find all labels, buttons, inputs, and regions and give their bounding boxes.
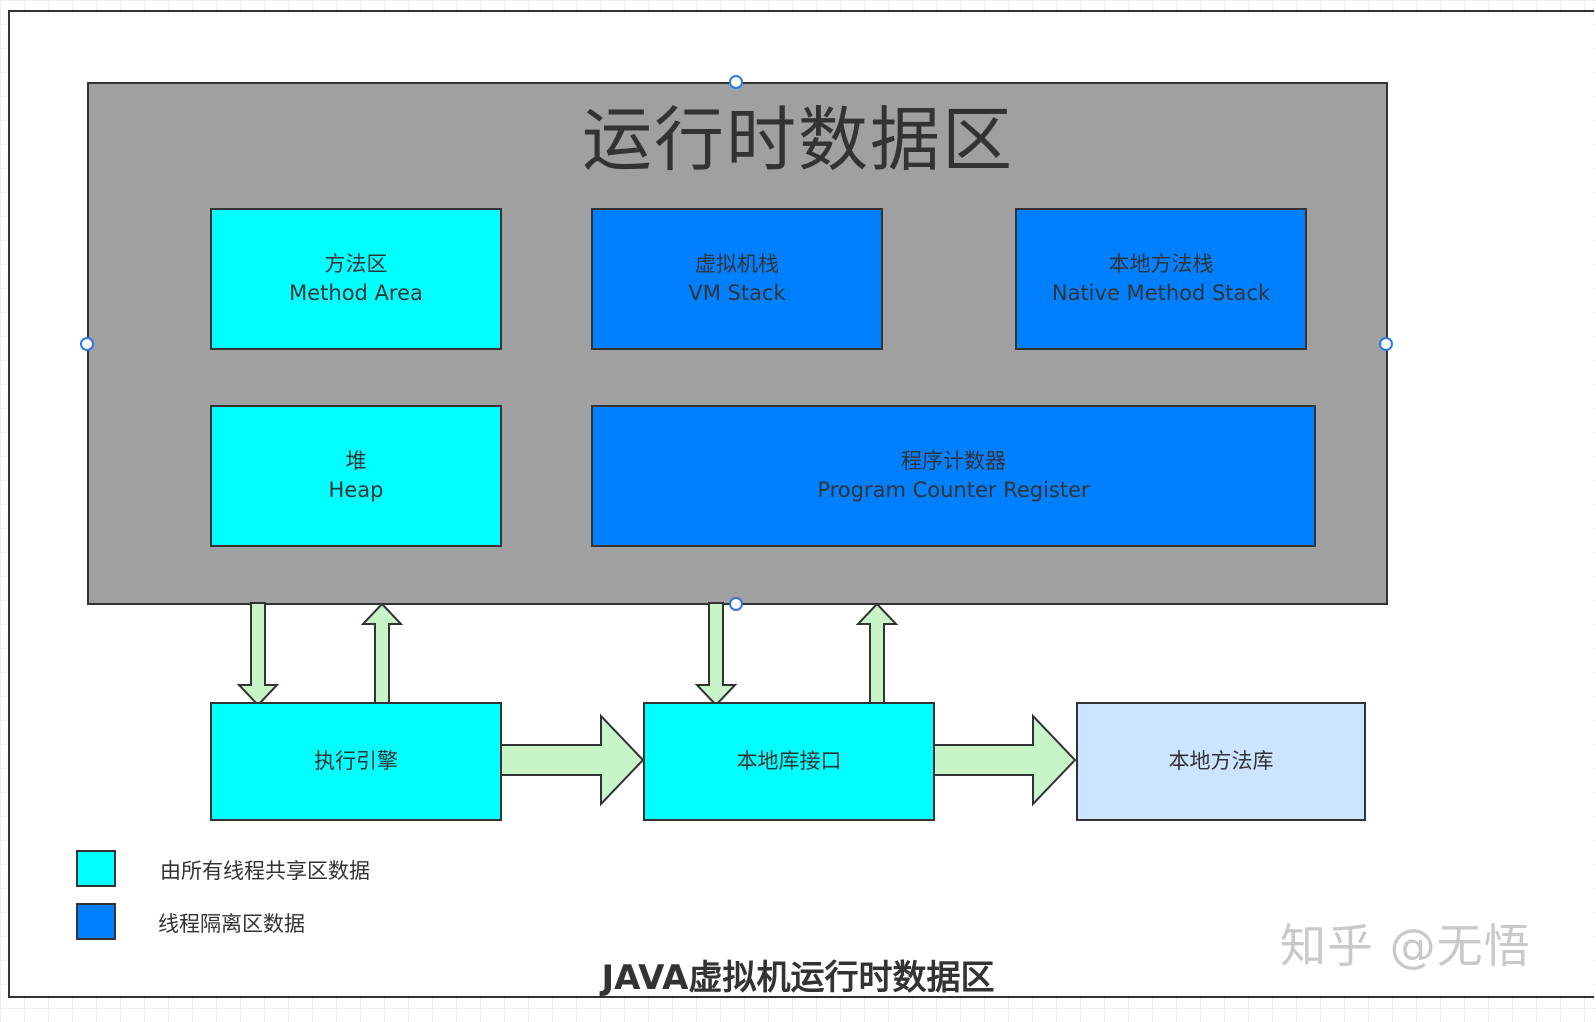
- legend-swatch-isolated: [76, 903, 116, 940]
- method-area-en: Method Area: [289, 281, 423, 305]
- vm-stack-en: VM Stack: [688, 281, 786, 305]
- arrow-down-to-interface: [694, 602, 738, 707]
- heap-zh: 堆: [345, 449, 367, 473]
- figure-caption: JAVA虚拟机运行时数据区: [601, 958, 995, 998]
- arrow-engine-to-interface: [496, 713, 645, 807]
- program-counter-box[interactable]: 程序计数器 Program Counter Register: [591, 405, 1316, 547]
- native-library-label: 本地方法库: [1168, 749, 1274, 773]
- native-library-box[interactable]: 本地方法库: [1076, 702, 1366, 821]
- selection-handle-right[interactable]: [1379, 337, 1393, 351]
- selection-handle-top[interactable]: [729, 75, 743, 89]
- legend-swatch-shared: [76, 850, 116, 887]
- native-method-stack-zh: 本地方法栈: [1108, 252, 1214, 276]
- vm-stack-box[interactable]: 虚拟机栈 VM Stack: [591, 208, 883, 350]
- heap-en: Heap: [328, 478, 384, 502]
- arrow-interface-to-library: [928, 713, 1077, 807]
- program-counter-en: Program Counter Register: [817, 478, 1090, 502]
- native-interface-box[interactable]: 本地库接口: [643, 702, 935, 821]
- arrow-up-from-interface: [855, 602, 899, 706]
- runtime-area-title: 运行时数据区: [582, 99, 1014, 181]
- legend-label-shared: 由所有线程共享区数据: [160, 859, 370, 883]
- method-area-zh: 方法区: [324, 252, 388, 276]
- legend-label-isolated: 线程隔离区数据: [158, 912, 305, 936]
- arrow-down-to-engine: [236, 602, 280, 707]
- selection-handle-left[interactable]: [80, 337, 94, 351]
- heap-box[interactable]: 堆 Heap: [210, 405, 502, 547]
- method-area-box[interactable]: 方法区 Method Area: [210, 208, 502, 350]
- selection-handle-bottom[interactable]: [729, 597, 743, 611]
- vm-stack-zh: 虚拟机栈: [695, 252, 779, 276]
- zhihu-watermark: 知乎 @无悟: [1280, 919, 1531, 973]
- native-interface-label: 本地库接口: [736, 749, 842, 773]
- execution-engine-box[interactable]: 执行引擎: [210, 702, 502, 821]
- execution-engine-label: 执行引擎: [314, 749, 398, 773]
- native-method-stack-en: Native Method Stack: [1051, 281, 1271, 305]
- arrow-up-from-engine: [360, 602, 404, 706]
- native-method-stack-box[interactable]: 本地方法栈 Native Method Stack: [1015, 208, 1307, 350]
- program-counter-zh: 程序计数器: [901, 449, 1006, 473]
